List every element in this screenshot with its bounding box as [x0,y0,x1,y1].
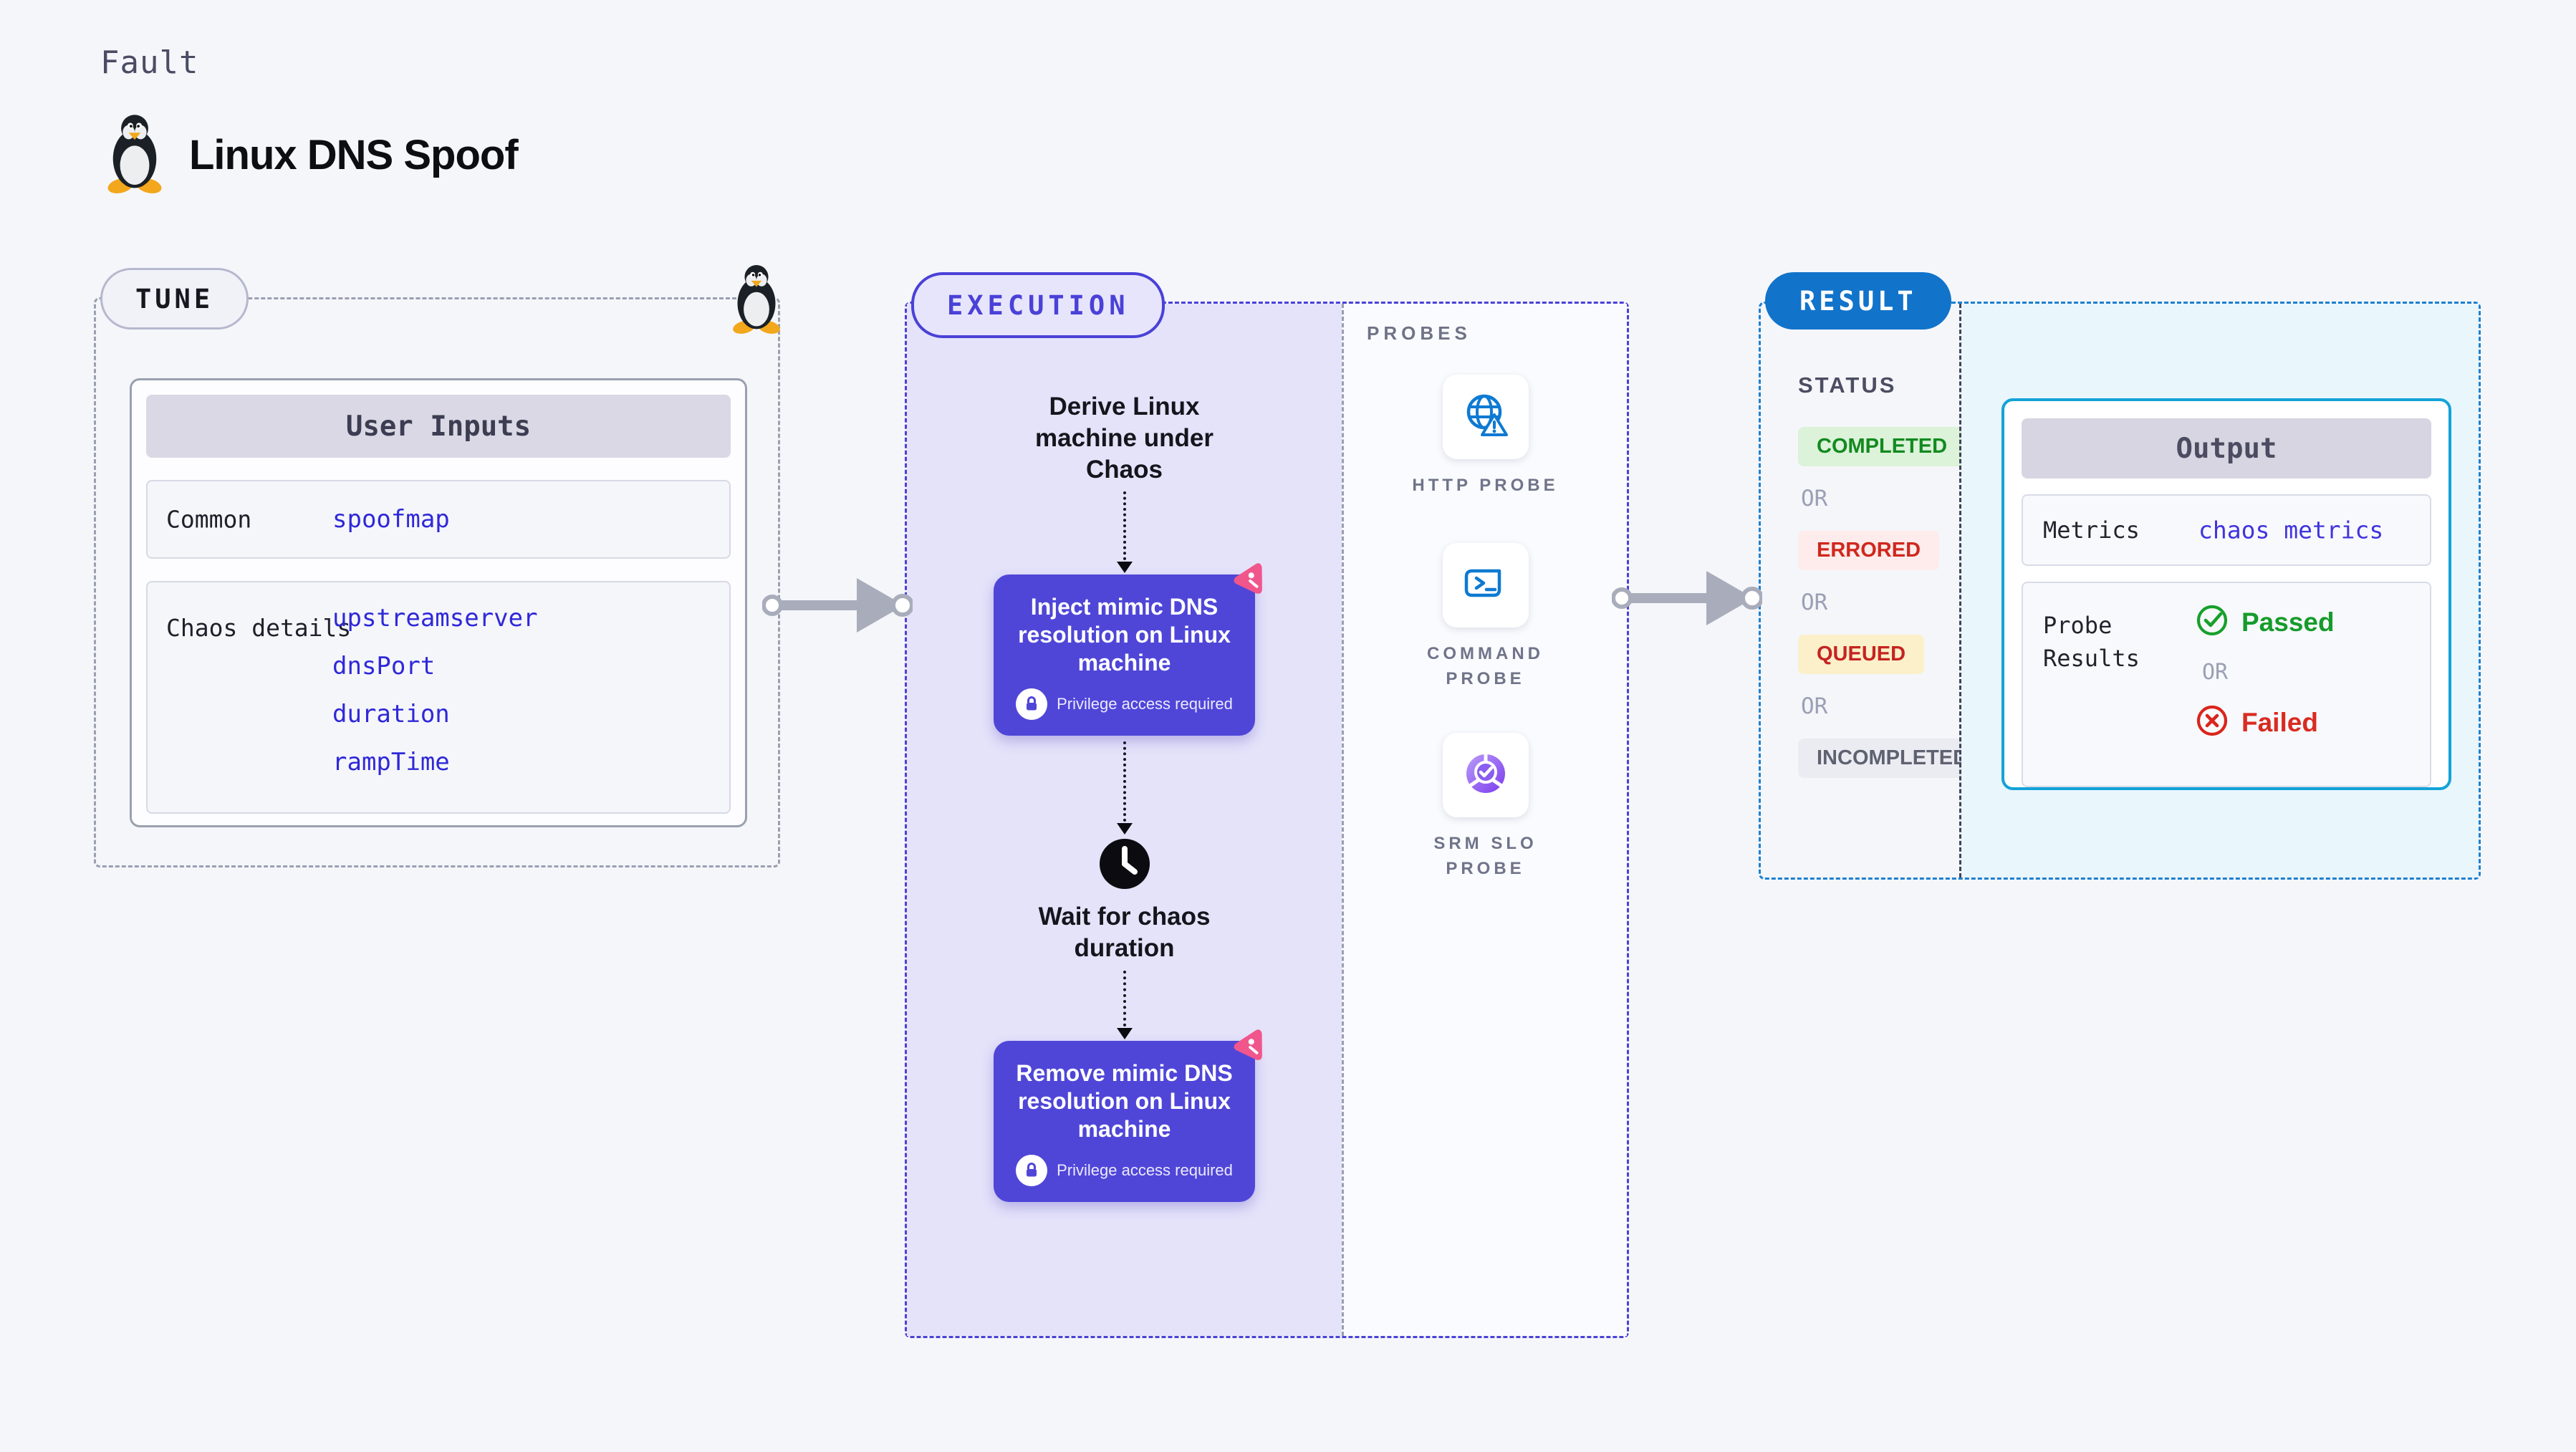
arrow-execution-to-result [1612,571,1762,625]
output-panel: Output Metrics chaos metrics Probe Resul… [1961,304,2479,878]
input-value: rampTime [332,748,450,777]
output-card: Output Metrics chaos metrics Probe Resul… [2001,398,2451,790]
result-section: RESULT STATUS COMPLETED OR ERRORED OR QU… [1759,272,2481,880]
status-badge-completed: COMPLETED [1798,427,1966,466]
lock-icon [1016,1154,1048,1186]
probe-results-label: Probe Results [2043,612,2140,673]
execution-section: EXECUTION Derive Linux machine under Cha… [905,272,1629,1338]
row-label: Common [166,505,252,534]
command-probe-card [1442,542,1529,628]
row-label: Chaos details [166,614,352,642]
litmus-chaos-icon [1224,559,1268,607]
execution-flow-panel: Derive Linux machine under Chaos Inject … [907,304,1342,1336]
probe-result-failed: Failed [2195,703,2335,741]
probe-results-row: Probe Results Passed OR [2022,582,2431,787]
status-badge-errored: ERRORED [1798,531,1940,570]
probe-item-http: HTTP PROBE [1403,375,1568,499]
step-inject-dns-node: Inject mimic DNS resolution on Linux mac… [994,563,1262,736]
arrow-down-icon [1116,823,1133,835]
probes-panel: PROBES HTTP P [1342,304,1627,1336]
user-input-row-chaos-details: Chaos details upstreamserver dnsPort dur… [146,581,731,814]
step-remove-dns-node: Remove mimic DNS resolution on Linux mac… [994,1029,1262,1202]
terminal-icon [1462,559,1509,610]
arrow-down-icon [1116,1027,1133,1039]
status-badge-incompleted: INCOMPLETED [1798,739,1987,778]
result-divider [1959,304,1961,878]
metrics-row: Metrics chaos metrics [2022,494,2431,566]
step-derive-machine: Derive Linux machine under Chaos [1035,393,1213,484]
tune-section: TUNE User Inputs Common spoofmap [94,264,780,867]
failed-label: Failed [2241,707,2318,737]
tune-badge: TUNE [100,268,249,330]
probe-item-srm-slo: SRM SLO PROBE [1403,733,1568,882]
clock-icon [1098,837,1151,894]
probe-label: COMMAND PROBE [1427,643,1544,688]
status-column: STATUS COMPLETED OR ERRORED OR QUEUED OR… [1761,304,1987,878]
step-inject-dns-label: Inject mimic DNS resolution on Linux mac… [1018,594,1231,676]
flow-connector [1116,970,1133,1039]
execution-badge: EXECUTION [911,272,1166,338]
arrow-tune-to-execution [762,578,913,633]
flow-connector [1116,741,1133,835]
or-separator: OR [2202,660,2229,685]
globe-alert-icon [1462,392,1509,443]
probe-result-passed: Passed [2195,603,2335,641]
passed-label: Passed [2241,607,2335,637]
output-title: Output [2022,418,2431,479]
arrow-down-icon [1116,562,1133,574]
srm-slo-probe-card [1442,733,1529,818]
probe-label: SRM SLO PROBE [1433,834,1537,879]
http-probe-card [1442,375,1529,459]
check-circle-icon [2195,603,2229,641]
privilege-note: Privilege access required [1057,695,1233,713]
page-title: Linux DNS Spoof [189,132,519,178]
probe-label: HTTP PROBE [1412,476,1559,495]
slo-pie-check-icon [1462,750,1509,801]
lock-icon [1016,688,1048,721]
probe-item-command: COMMAND PROBE [1403,542,1568,692]
input-value: spoofmap [332,505,450,534]
or-separator: OR [1801,590,1828,615]
tux-penguin-icon-small [728,264,785,337]
input-value: duration [332,700,450,729]
step-remove-dns-label: Remove mimic DNS resolution on Linux mac… [1016,1059,1233,1142]
x-circle-icon [2195,703,2229,741]
privilege-note: Privilege access required [1057,1160,1233,1179]
user-inputs-card: User Inputs Common spoofmap Chaos detail… [130,378,747,827]
litmus-chaos-icon [1224,1025,1268,1073]
metrics-label: Metrics [2043,516,2140,544]
or-separator: OR [1801,693,1828,719]
fault-kicker: Fault [100,44,199,81]
result-badge: RESULT [1765,272,1951,330]
status-title: STATUS [1798,372,1897,398]
page-header: Linux DNS Spoof [102,113,519,197]
user-inputs-title: User Inputs [146,395,731,458]
user-input-row-common: Common spoofmap [146,480,731,559]
step-wait-duration: Wait for chaos duration [1038,903,1211,963]
or-separator: OR [1801,486,1828,511]
status-badge-queued: QUEUED [1798,635,1925,674]
flow-connector [1116,491,1133,574]
input-value: dnsPort [332,652,436,681]
input-value: upstreamserver [332,604,538,633]
tux-penguin-icon [102,113,168,197]
probes-title: PROBES [1367,322,1471,344]
metrics-value: chaos metrics [2198,516,2384,544]
